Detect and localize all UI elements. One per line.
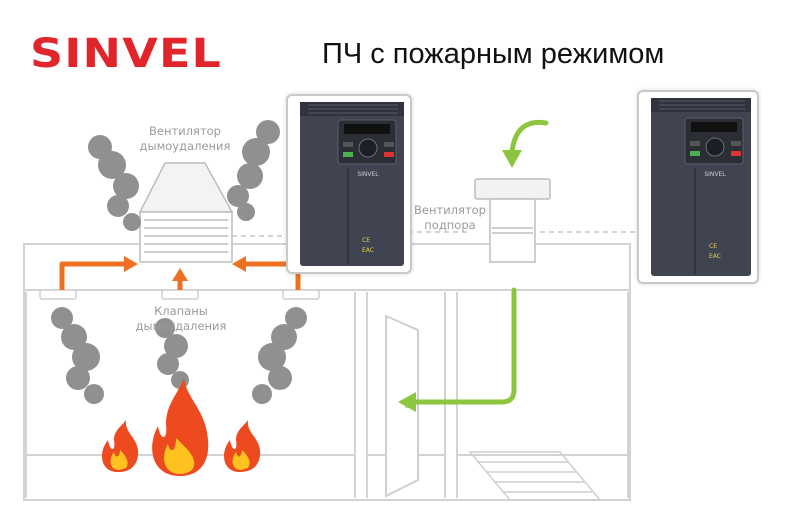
frequency-converter-2: SINVEL CE EAC — [637, 90, 759, 284]
arrow-heads — [124, 256, 246, 281]
svg-text:CE: CE — [709, 243, 717, 250]
supply-air-fan — [474, 178, 551, 263]
label-smoke-fan: Вентилятор дымоудаления — [139, 124, 231, 153]
device-brand-text: SINVEL — [357, 171, 379, 178]
page-title: ПЧ с пожарным режимом — [322, 38, 665, 70]
building-outline — [23, 243, 631, 501]
smoke-valves — [39, 289, 320, 300]
svg-text:EAC: EAC — [362, 247, 374, 254]
device-brand-text: SINVEL — [704, 171, 726, 178]
air-flow-arrows — [411, 119, 549, 405]
floor-grate — [468, 451, 602, 501]
label-supply-fan: Вентилятор подпора — [414, 203, 486, 232]
vfd-illustration: SINVEL CE EAC — [651, 98, 751, 276]
vfd-illustration: SINVEL CE EAC — [300, 102, 404, 266]
svg-text:CE: CE — [362, 237, 370, 244]
smoke-clouds — [51, 120, 307, 404]
fire-flames — [102, 378, 261, 476]
frequency-converter-1: SINVEL CE EAC — [286, 94, 412, 274]
label-valves: Клапаны дымоудаления — [135, 304, 227, 333]
smoke-exhaust-fan — [138, 162, 234, 263]
control-wires — [232, 231, 640, 237]
brand-logo: SINVEL — [30, 31, 222, 77]
svg-text:EAC: EAC — [709, 253, 721, 260]
